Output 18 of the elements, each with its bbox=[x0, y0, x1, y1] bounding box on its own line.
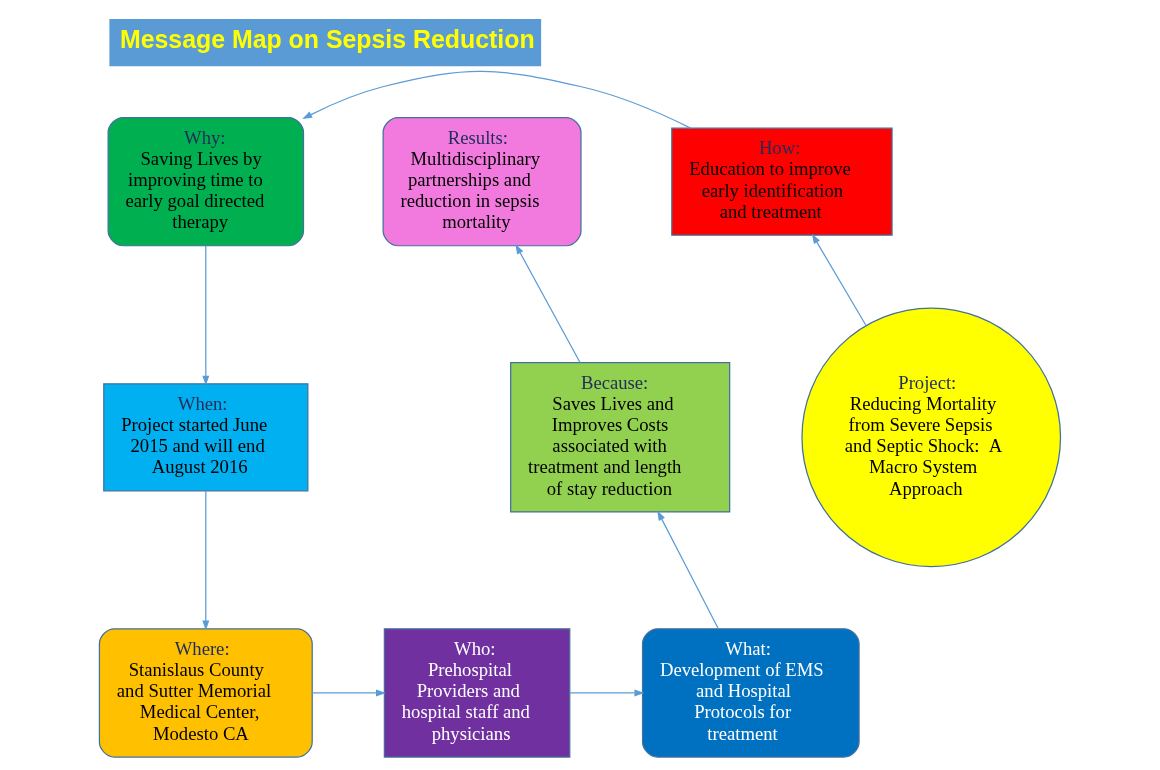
node-box: Because: Saves Lives and Improves Costs associated with treatment and length of stay reduction bbox=[510, 361, 731, 513]
node-box: How: Education to improve early identification and treatment bbox=[671, 127, 893, 236]
arrow bbox=[302, 70, 692, 129]
arrow bbox=[202, 244, 210, 386]
node-box: Where: Stanislaus County and Sutter Memorial Medical Center, Modesto CA bbox=[98, 627, 313, 758]
arrow bbox=[515, 243, 581, 363]
arrow bbox=[202, 489, 210, 630]
node-box: What: Development of EMS and Hospital Protocols for treatment bbox=[641, 627, 860, 758]
arrow bbox=[811, 233, 867, 326]
node-box: Who: Prehospital Providers and hospital staff and physicians bbox=[383, 627, 571, 758]
arrow bbox=[569, 688, 645, 696]
node-box: When: Project started June 2015 and will end August 2016 bbox=[103, 382, 309, 491]
node-box: Why: Saving Lives by improving time to early goal directed therapy bbox=[107, 116, 305, 246]
arrow bbox=[657, 509, 719, 629]
node-circle: Project: Reducing Mortality from Severe Sepsis and Septic Shock: A Macro System Approach bbox=[801, 306, 1062, 567]
node-box: Results: Multidisciplinary partnerships and reduction in sepsis mortality bbox=[382, 116, 582, 246]
arrow bbox=[311, 688, 386, 696]
diagram-title: Message Map on Sepsis Reduction bbox=[119, 24, 535, 53]
